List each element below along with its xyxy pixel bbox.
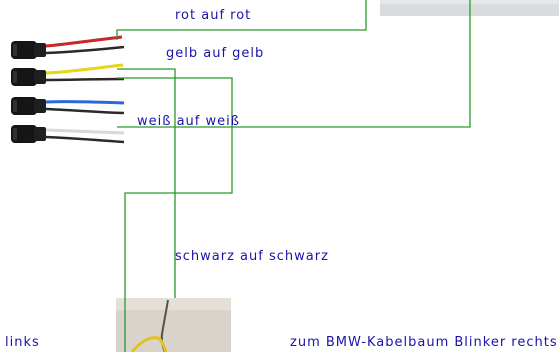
wire-white — [45, 128, 125, 135]
connector-1 — [11, 41, 46, 59]
label-right: zum BMW-Kabelbaum Blinker rechts — [290, 335, 558, 350]
photo-bottom — [116, 298, 231, 352]
label-white: weiß auf weiß — [137, 114, 240, 129]
line-red — [116, 0, 367, 40]
label-red: rot auf rot — [175, 8, 251, 23]
wire-black-2 — [45, 77, 125, 82]
connector-2 — [11, 68, 46, 86]
label-yellow: gelb auf gelb — [166, 46, 264, 61]
line-black — [117, 77, 233, 352]
wire-black-3 — [45, 107, 125, 115]
connection-lines — [116, 0, 471, 352]
line-yellow — [117, 68, 176, 298]
label-black: schwarz auf schwarz — [175, 249, 329, 264]
wire-black-1 — [45, 45, 125, 55]
connector-3 — [11, 97, 46, 115]
wire-blue — [45, 100, 125, 105]
line-white — [117, 0, 471, 128]
wire-red — [45, 35, 123, 48]
label-left: links — [5, 335, 40, 350]
wire-yellow — [45, 63, 124, 75]
wire-black-4 — [45, 135, 125, 144]
connector-4 — [11, 125, 46, 143]
